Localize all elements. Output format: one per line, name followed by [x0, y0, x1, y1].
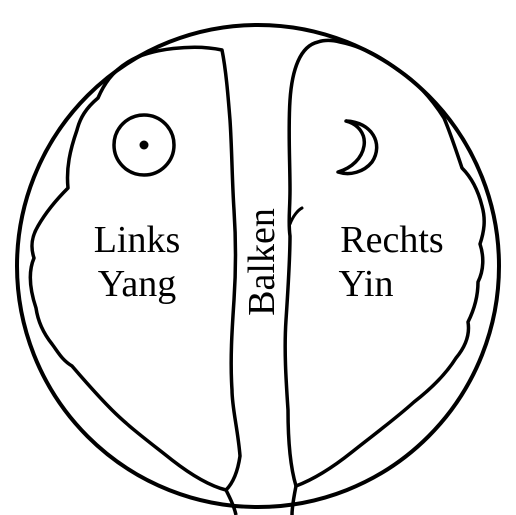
right-hemisphere-label-line1: Rechts: [340, 219, 443, 261]
right-hemisphere-notch: [290, 208, 302, 224]
corpus-callosum-label: Balken: [241, 208, 283, 316]
brainstem-left-line: [226, 490, 236, 515]
brainstem-right-line: [292, 486, 296, 515]
sun-icon: [114, 115, 174, 175]
left-hemisphere-label-line2: Yang: [98, 263, 177, 305]
right-hemisphere-label-line2: Yin: [339, 263, 394, 305]
crescent-moon-icon: [338, 121, 377, 174]
left-hemisphere-label-line1: Links: [94, 219, 181, 261]
